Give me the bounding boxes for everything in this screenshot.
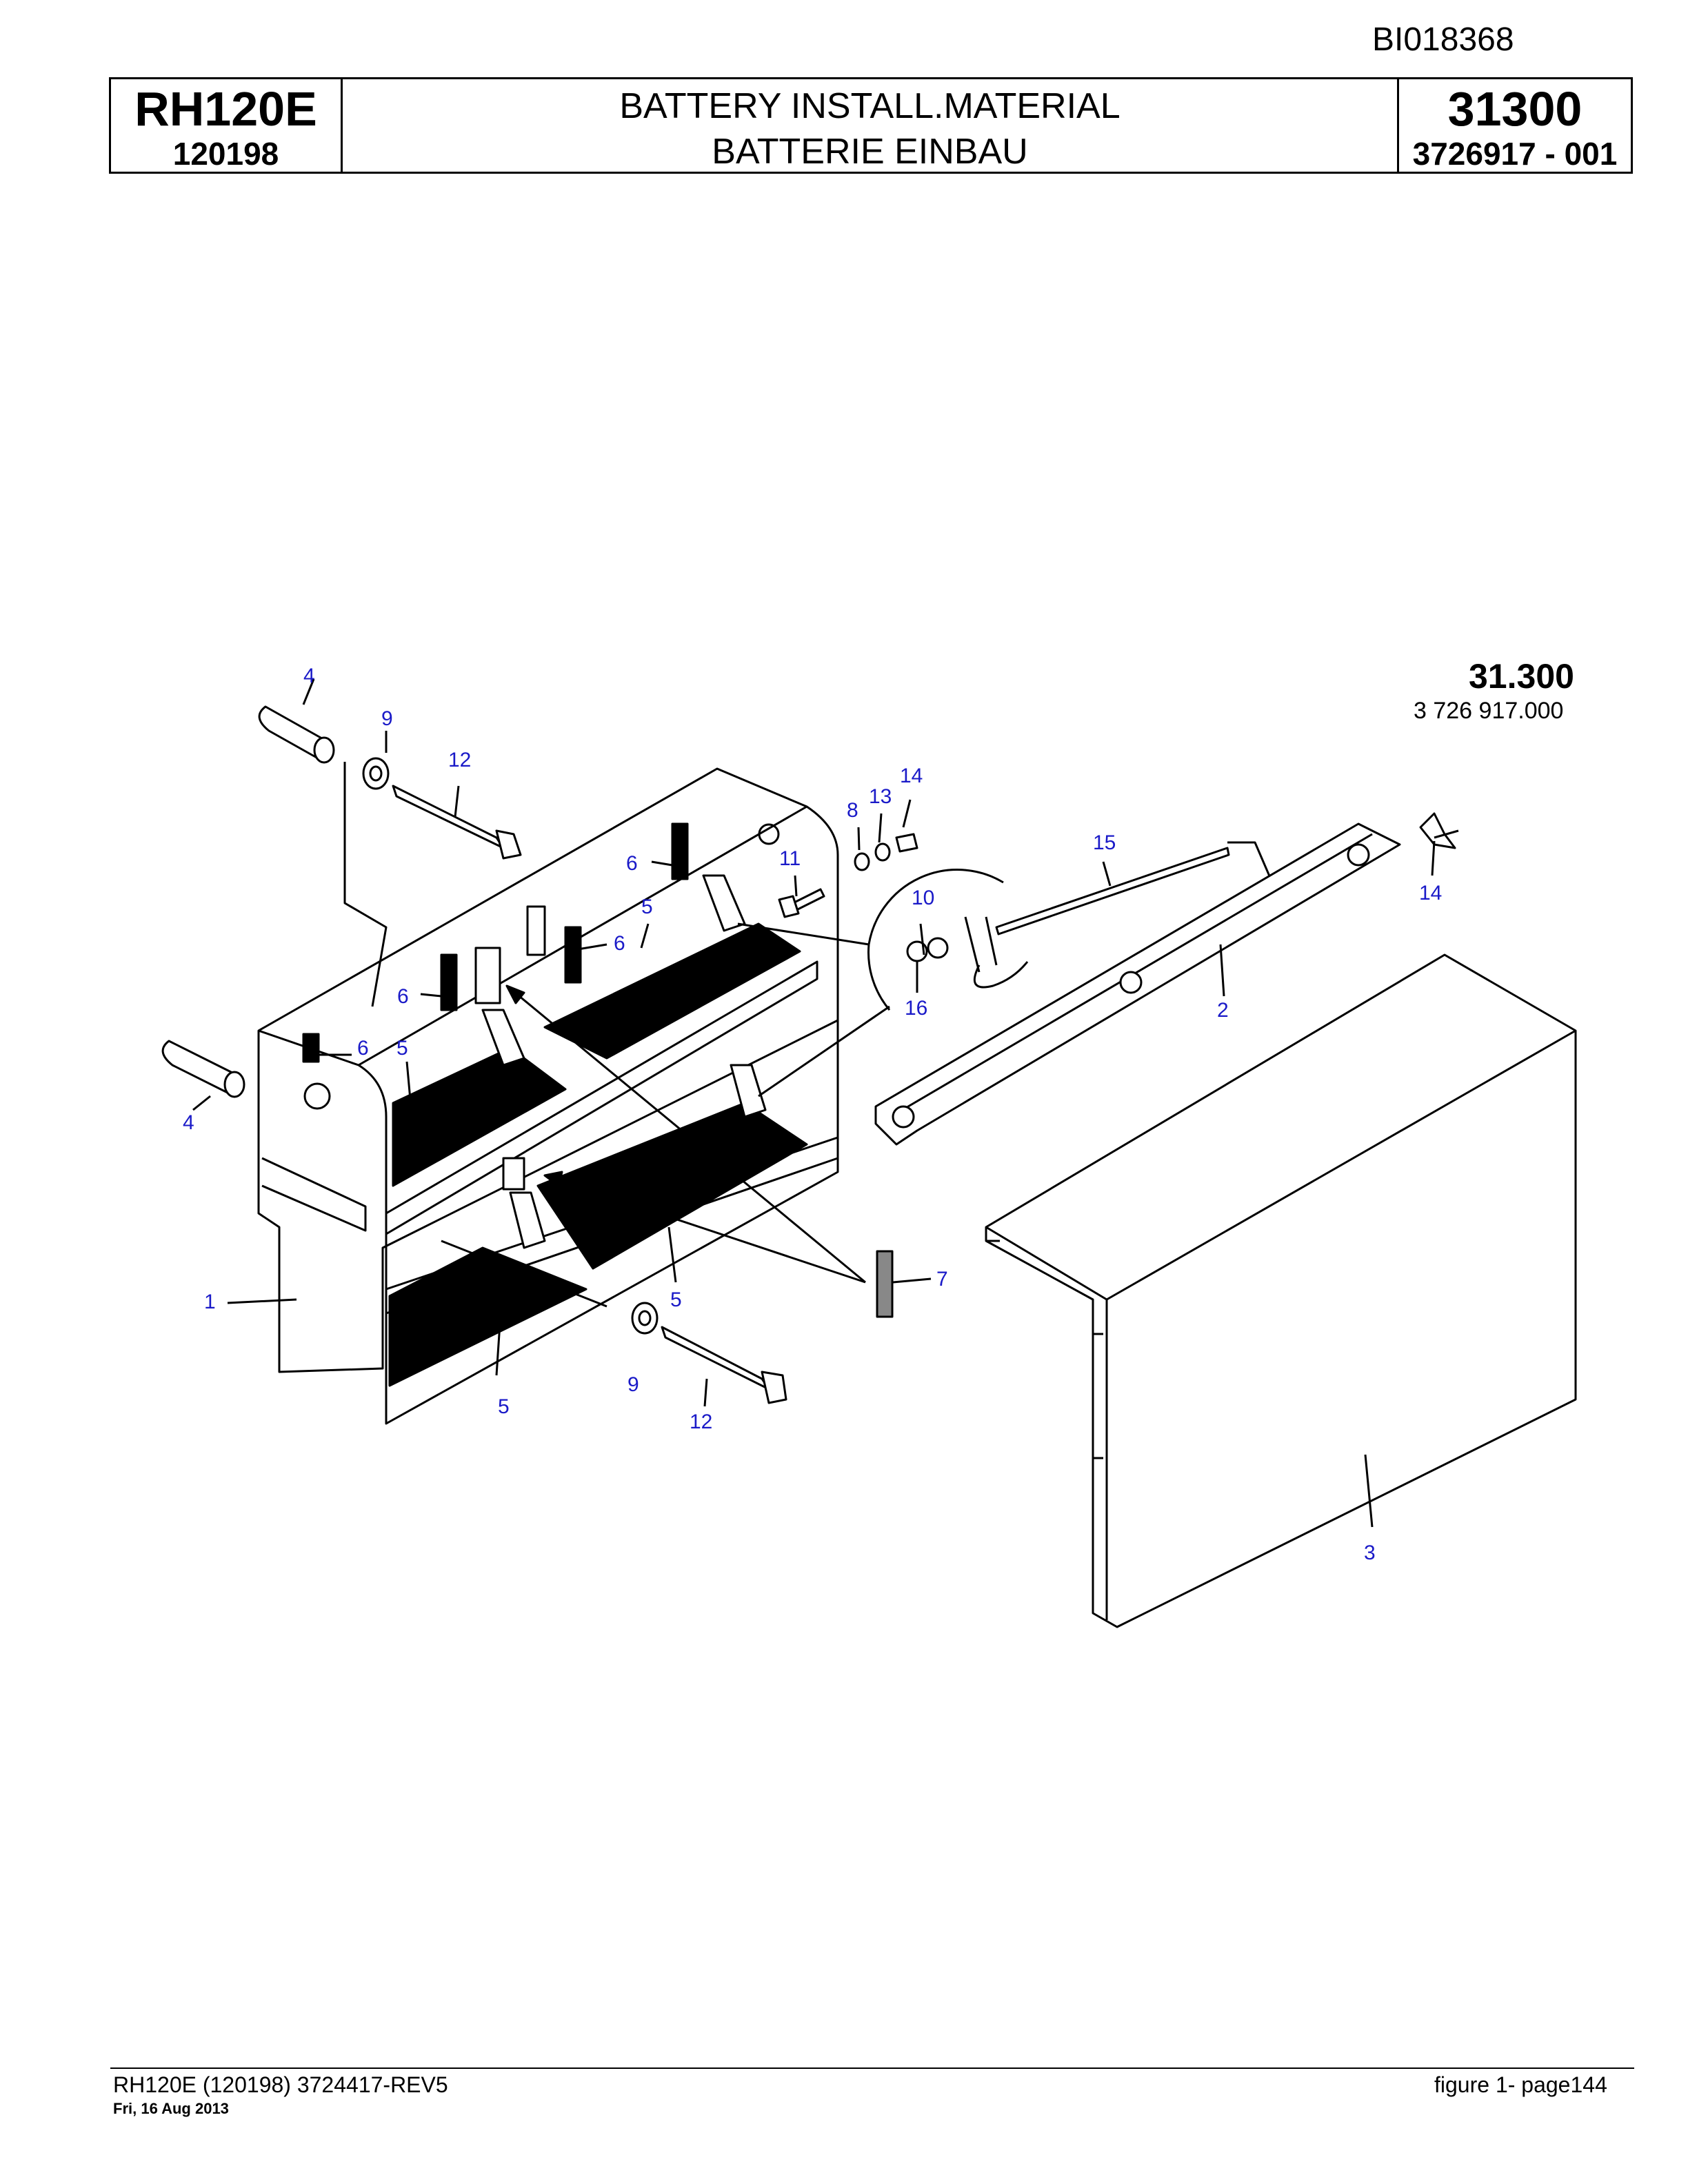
callout-label: 6 — [357, 1037, 369, 1060]
callout-label: 5 — [396, 1037, 408, 1060]
callout-label: 2 — [1217, 999, 1229, 1022]
upper-shelf — [385, 960, 818, 1235]
footer-divider — [110, 2067, 1634, 2069]
model-number: 120198 — [172, 136, 279, 172]
title-block: RH120E 120198 BATTERY INSTALL.MATERIAL B… — [109, 77, 1633, 174]
callout-label: 6 — [397, 985, 409, 1008]
callout-label: 3 — [1364, 1541, 1376, 1564]
callout-label: 9 — [627, 1373, 639, 1396]
spacer-block-2 — [440, 953, 458, 1011]
callout-label: 14 — [900, 765, 923, 787]
callout-label: 5 — [641, 896, 653, 918]
spacer-strip-7 — [876, 1250, 894, 1318]
callout-label: 4 — [303, 665, 315, 687]
callout-label: 11 — [779, 847, 801, 870]
bolt-upper — [392, 785, 505, 849]
code-cell: 31300 3726917 - 001 — [1399, 79, 1631, 172]
rubber-mat-lower-left — [388, 1246, 587, 1387]
callout-label: 13 — [869, 785, 892, 808]
model-cell: RH120E 120198 — [111, 79, 343, 172]
group-code: 31300 — [1447, 82, 1582, 136]
callout-label: 5 — [498, 1395, 510, 1418]
document-id: BI018368 — [1372, 21, 1514, 58]
callout-label: 5 — [670, 1288, 682, 1311]
callout-label: 9 — [381, 707, 393, 730]
callout-label: 6 — [614, 932, 625, 955]
rubber-mat-upper-left — [392, 1046, 567, 1187]
callout-label: 4 — [183, 1111, 194, 1134]
figure-group: 31.300 — [1469, 657, 1574, 696]
title-cell: BATTERY INSTALL.MATERIAL BATTERIE EINBAU — [343, 79, 1399, 172]
bolt-lower — [661, 1326, 770, 1391]
spacer-block-3 — [564, 926, 582, 984]
model-name: RH120E — [134, 82, 317, 136]
title-german: BATTERIE EINBAU — [712, 132, 1028, 172]
title-english: BATTERY INSTALL.MATERIAL — [619, 86, 1121, 126]
battery-cover — [985, 953, 1577, 1628]
callout-label: 1 — [204, 1291, 216, 1313]
part-reference: 3726917 - 001 — [1412, 136, 1618, 172]
callout-label: 16 — [905, 997, 927, 1020]
callout-label: 12 — [690, 1410, 712, 1433]
rubber-mat-lower-right — [536, 1102, 808, 1270]
spacer-block-1 — [671, 822, 689, 880]
callout-label: 6 — [626, 852, 638, 875]
footer-date: Fri, 16 Aug 2013 — [113, 2100, 229, 2117]
callout-label: 7 — [936, 1268, 948, 1291]
callout-label: 14 — [1419, 882, 1442, 904]
callout-label: 8 — [847, 799, 858, 822]
rack-side-panel — [358, 1020, 839, 1425]
footer-page-ref: figure 1- page144 — [1434, 2072, 1607, 2097]
callout-label: 15 — [1093, 831, 1116, 854]
figure-number: 3 726 917.000 — [1414, 698, 1564, 724]
callout-label: 10 — [912, 887, 934, 909]
rubber-mat-upper-right — [543, 922, 801, 1060]
footer-document-ref: RH120E (120198) 3724417-REV5 — [113, 2072, 448, 2097]
spacer-block-4 — [302, 1033, 320, 1063]
threaded-rod — [995, 847, 1230, 936]
callout-label: 12 — [448, 749, 471, 771]
